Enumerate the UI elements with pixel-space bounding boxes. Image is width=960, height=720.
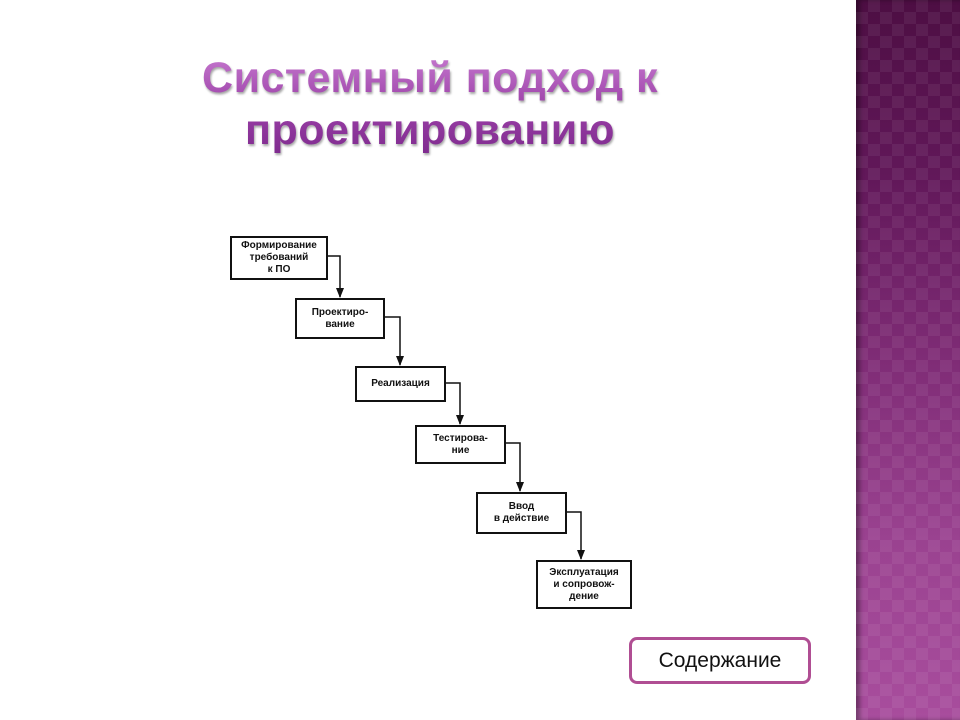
contents-button-label: Содержание [658, 648, 782, 672]
step-maintenance: Эксплуатация и сопровож- дение [536, 560, 632, 609]
step-design: Проектиро- вание [295, 298, 385, 339]
arrow-2 [384, 316, 404, 366]
step-implementation: Реализация [355, 366, 446, 402]
step-testing: Тестирова- ние [415, 425, 506, 464]
arrow-4 [505, 442, 524, 492]
arrow-1 [327, 255, 344, 298]
step-deployment: Ввод в действие [476, 492, 567, 534]
arrow-3 [445, 382, 464, 425]
contents-button[interactable]: Содержание [629, 637, 811, 684]
step-requirements: Формирование требований к ПО [230, 236, 328, 280]
arrow-5 [566, 511, 585, 560]
decorative-sidebar [856, 0, 960, 720]
